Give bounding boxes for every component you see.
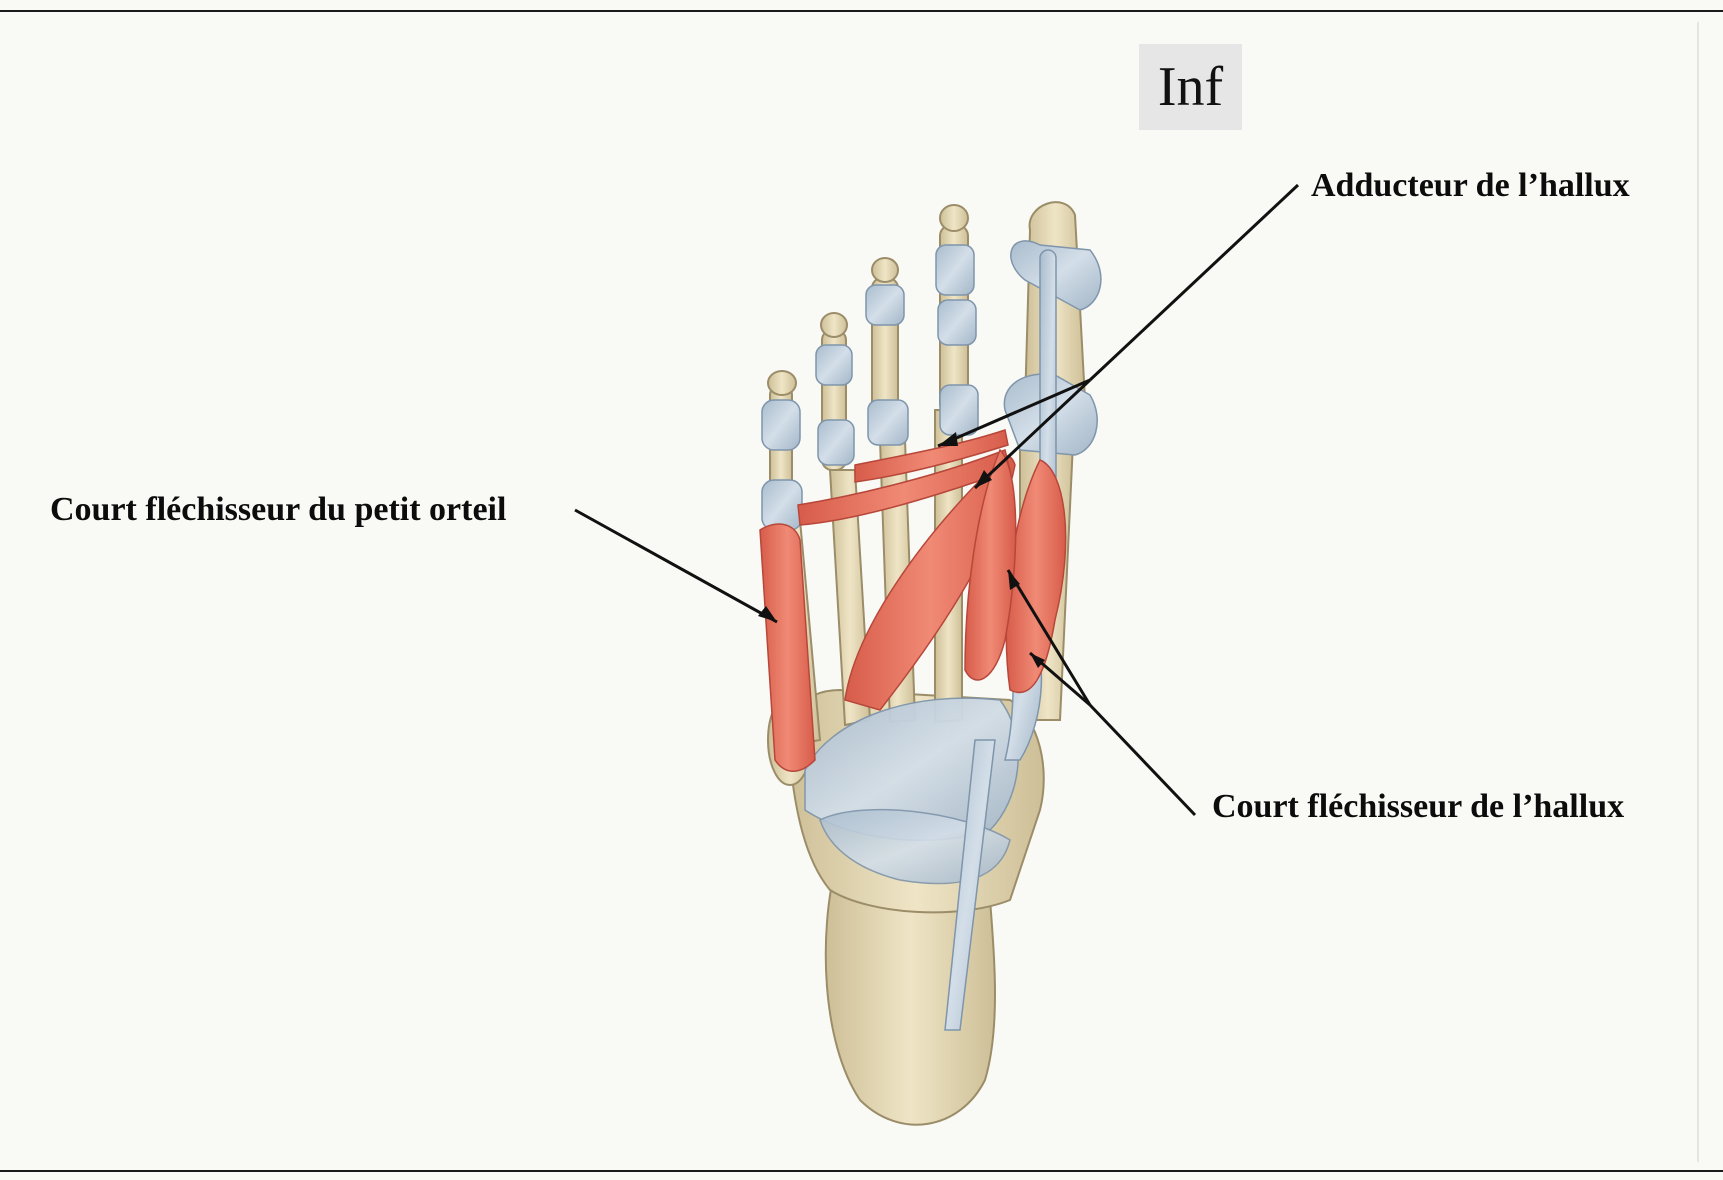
arrowhead-adductor-transverse [938, 432, 958, 446]
leader-line-adductor-oblique [973, 378, 1092, 490]
leader-line-adductor-transverse [937, 378, 1091, 448]
frame-bottom-rule [0, 1170, 1723, 1172]
arrowhead-fhb-lateral [1030, 653, 1045, 668]
leader-line-fhb-medial [1006, 569, 1092, 706]
label-flexor-hallucis-brevis: Court fléchisseur de l’hallux [1212, 788, 1625, 825]
orientation-badge: Inf [1139, 44, 1242, 130]
arrowhead-fhb-medial [1008, 570, 1020, 590]
leader-line-flexor-digiti-minimi [574, 508, 778, 624]
frame-top-rule [0, 10, 1723, 12]
leader-line-adductor-junction [1088, 183, 1300, 382]
label-adductor-hallucis: Adducteur de l’hallux [1311, 167, 1630, 204]
leader-lines [574, 183, 1300, 817]
adductor-hallucis-transverse-muscle-distal [854, 429, 1009, 483]
frame-right-rule [1697, 22, 1699, 1162]
label-flexor-digiti-minimi-brevis: Court fléchisseur du petit orteil [50, 491, 507, 528]
flexor-hallucis-brevis-muscle-medial [964, 448, 1017, 681]
arrowhead-adductor-oblique [975, 470, 992, 488]
leader-line-fhb-junction [1088, 703, 1197, 817]
arrowhead-flexor-digiti-minimi [758, 606, 777, 622]
flexor-digiti-minimi-brevis-muscle [759, 523, 816, 772]
leader-arrowheads [758, 432, 1045, 668]
plantar-ligaments [804, 619, 1043, 1031]
